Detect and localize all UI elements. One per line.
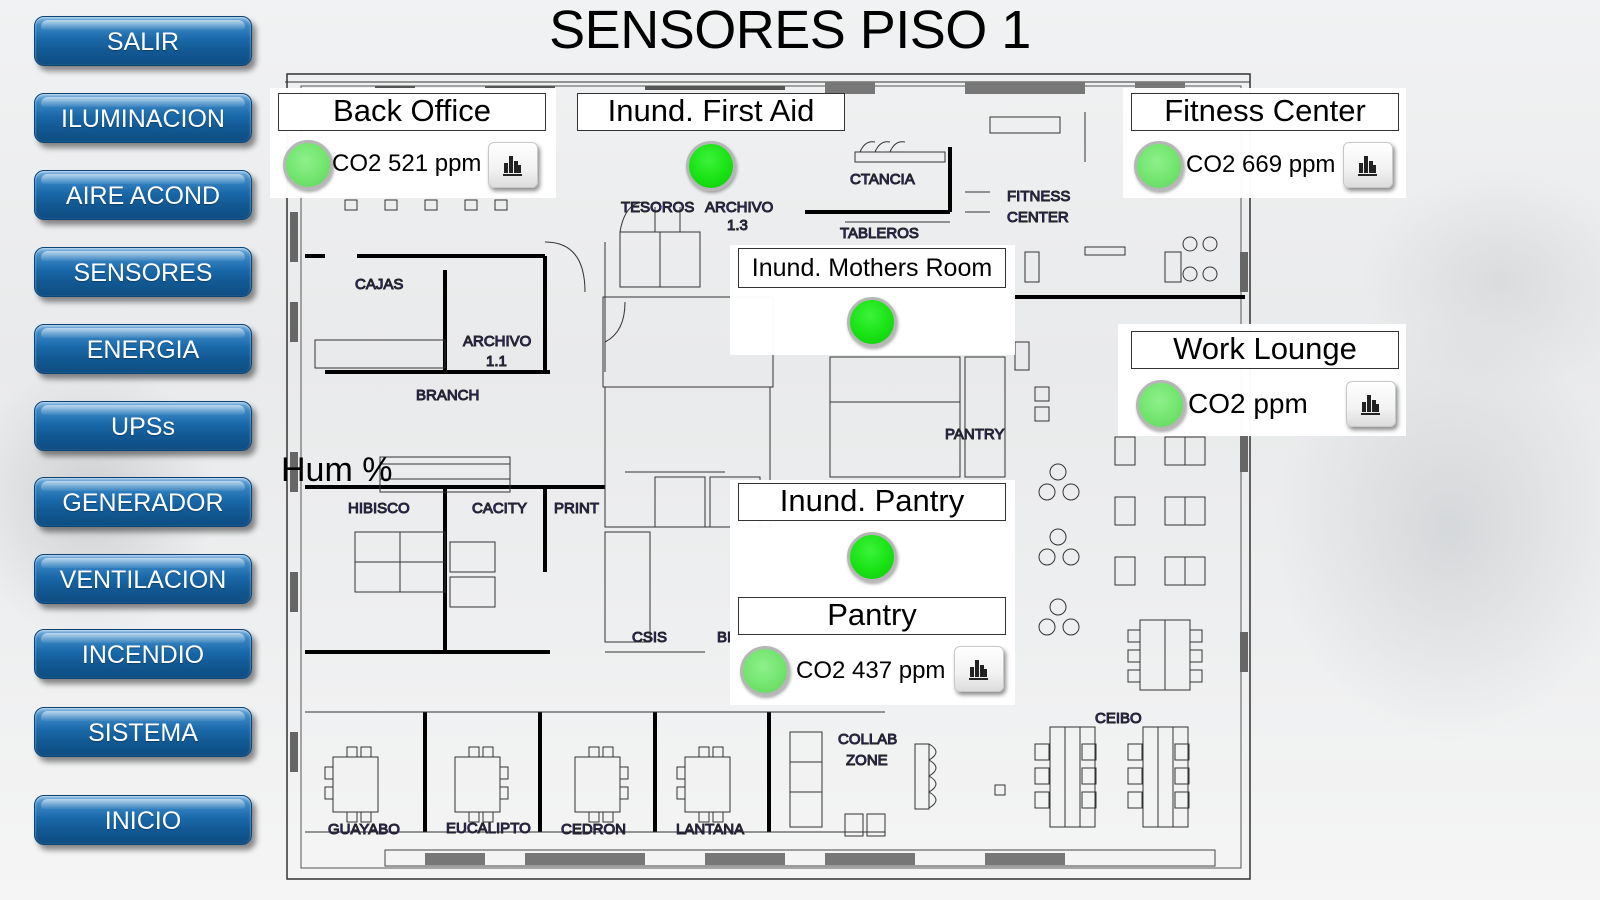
room-label-tesoros: TESOROS: [621, 199, 694, 216]
room-label-cedron: CEDRON: [561, 821, 626, 838]
chart-button[interactable]: [1343, 142, 1393, 188]
nav-button-sensores[interactable]: SENSORES: [34, 247, 252, 297]
nav-button-label: SALIR: [106, 28, 180, 56]
nav-button-sistema[interactable]: SISTEMA: [34, 707, 252, 757]
bar-chart-icon: [1361, 395, 1380, 415]
nav-button-energia[interactable]: ENERGIA: [34, 324, 252, 374]
room-label-archivo-1-3: ARCHIVO: [705, 199, 773, 216]
sensor-panel-work-lounge: Work Lounge CO2 ppm: [1118, 324, 1406, 436]
room-label-csis: CSIS: [632, 629, 667, 646]
nav-button-incendio[interactable]: INCENDIO: [34, 629, 252, 679]
sensor-panel-back-office: Back Office CO2 521 ppm: [270, 88, 556, 198]
nav-button-label: SISTEMA: [88, 719, 198, 747]
bar-chart-icon: [503, 156, 522, 176]
page-title: SENSORES PISO 1: [549, 0, 1031, 60]
nav-button-label: GENERADOR: [62, 489, 224, 517]
sensor-title: Fitness Center: [1131, 93, 1399, 131]
room-label-cacity: CACITY: [472, 500, 527, 517]
nav-button-label: ILUMINACION: [61, 105, 225, 133]
room-label-lantana: LANTANA: [676, 821, 744, 838]
sensor-title-pantry: Pantry: [738, 597, 1006, 635]
nav-button-upss[interactable]: UPSs: [34, 401, 252, 451]
room-label-pantry: PANTRY: [945, 426, 1004, 443]
sensor-panel-fitness-center: Fitness Center CO2 669 ppm: [1123, 88, 1406, 198]
co2-status-led: [1134, 141, 1184, 191]
sensor-panel-first-aid: Inund. First Aid: [575, 88, 847, 196]
co2-status-led: [283, 140, 333, 190]
room-label-print: PRINT: [554, 500, 599, 517]
room-label-hibisco: HIBISCO: [348, 500, 410, 517]
room-label-ceibo: CEIBO: [1095, 710, 1142, 727]
sensor-panel-mothers-room: Inund. Mothers Room: [730, 245, 1015, 355]
room-label-archivo-1-3-num: 1.3: [727, 217, 748, 234]
sensor-title: Inund. First Aid: [577, 93, 845, 131]
nav-button-iluminacion[interactable]: ILUMINACION: [34, 93, 252, 143]
room-label-lactancia: CTANCIA: [850, 171, 915, 188]
nav-button-label: ENERGIA: [86, 336, 200, 364]
nav-button-aire-acond[interactable]: AIRE ACOND: [34, 170, 252, 220]
nav-button-label: AIRE ACOND: [65, 182, 221, 210]
chart-button[interactable]: [954, 646, 1004, 692]
nav-button-label: UPSs: [111, 413, 175, 441]
room-label-collab: COLLAB: [838, 731, 897, 748]
room-label-guayabo: GUAYABO: [328, 821, 400, 838]
room-label-fitness: FITNESS: [1007, 188, 1070, 205]
nav-button-label: SENSORES: [73, 259, 213, 287]
room-label-bi: BI: [717, 629, 731, 646]
flood-status-led: [847, 297, 897, 347]
co2-reading: CO2 521 ppm: [332, 150, 482, 177]
co2-reading: CO2 ppm: [1188, 388, 1308, 419]
room-label-cajas: CAJAS: [355, 276, 403, 293]
room-label-eucalipto: EUCALIPTO: [446, 820, 531, 837]
nav-button-label: VENTILACION: [59, 566, 227, 594]
room-label-archivo-1-1-num: 1.1: [486, 353, 507, 370]
room-label-fitness-center: CENTER: [1007, 209, 1069, 226]
chart-button[interactable]: [1346, 381, 1396, 427]
room-label-branch: BRANCH: [416, 387, 479, 404]
nav-button-salir[interactable]: SALIR: [34, 16, 252, 66]
nav-button-label: INCENDIO: [81, 641, 205, 669]
co2-status-led: [1136, 380, 1186, 430]
nav-button-generador[interactable]: GENERADOR: [34, 477, 252, 527]
sensor-title: Back Office: [278, 93, 546, 131]
humidity-label: Hum %: [281, 451, 393, 489]
room-label-tableros: TABLEROS: [840, 225, 919, 242]
sensor-title: Work Lounge: [1131, 331, 1399, 369]
nav-button-label: INICIO: [104, 807, 182, 835]
co2-status-led: [740, 646, 790, 696]
nav-button-ventilacion[interactable]: VENTILACION: [34, 554, 252, 604]
room-label-archivo-1-1: ARCHIVO: [463, 333, 531, 350]
chart-button[interactable]: [488, 142, 538, 188]
nav-button-inicio[interactable]: INICIO: [34, 795, 252, 845]
co2-reading: CO2 669 ppm: [1186, 151, 1336, 178]
sensor-title-inund-pantry: Inund. Pantry: [738, 483, 1006, 521]
sensor-title: Inund. Mothers Room: [738, 248, 1006, 288]
room-label-collab-zone: ZONE: [846, 752, 888, 769]
flood-status-led: [847, 532, 897, 582]
bar-chart-icon: [969, 660, 988, 680]
flood-status-led: [686, 141, 736, 191]
sensor-panel-pantry: Inund. Pantry Pantry CO2 437 ppm: [730, 480, 1015, 705]
co2-reading: CO2 437 ppm: [796, 657, 946, 684]
bar-chart-icon: [1358, 156, 1377, 176]
